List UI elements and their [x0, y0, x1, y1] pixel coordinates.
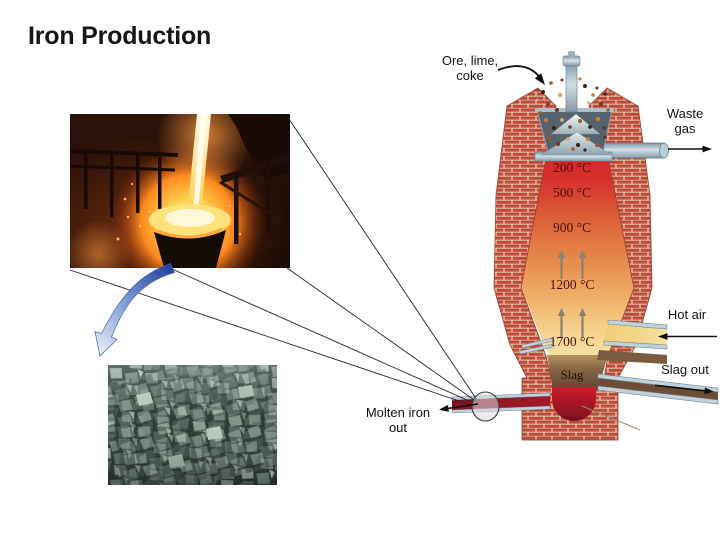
page-title: Iron Production — [28, 22, 212, 50]
waste-gas-arrow — [668, 145, 712, 153]
iron-ore-chunks-photo — [95, 346, 289, 504]
gas-flow-arrows — [557, 250, 587, 337]
taphole-ellipse — [471, 391, 500, 422]
charge-particles — [535, 77, 610, 152]
furnace-shaft-interior — [521, 158, 634, 356]
hot-air-arrow — [658, 333, 717, 340]
hot-air-pipe — [603, 319, 668, 350]
blue-curved-arrow — [94, 263, 175, 357]
connector-lines — [69, 115, 478, 407]
molten-iron-pool — [552, 387, 596, 421]
sparks — [116, 182, 242, 241]
charge-feed-pipe — [565, 61, 578, 113]
iron-ore-photo-art — [95, 346, 289, 504]
slag-out-arrow — [654, 384, 714, 395]
waste-gas-pipe — [596, 142, 669, 159]
slag-channel — [597, 350, 667, 364]
slag-zone — [547, 355, 608, 390]
charge-curved-arrow — [497, 65, 545, 85]
hearth-leader-line — [581, 405, 641, 431]
molten-iron-arrow — [439, 403, 479, 412]
annotation-arrows — [439, 65, 717, 412]
left-tuyere-pipe — [519, 337, 554, 355]
slag-out-pipe — [597, 373, 719, 405]
charge-hopper — [534, 51, 614, 162]
